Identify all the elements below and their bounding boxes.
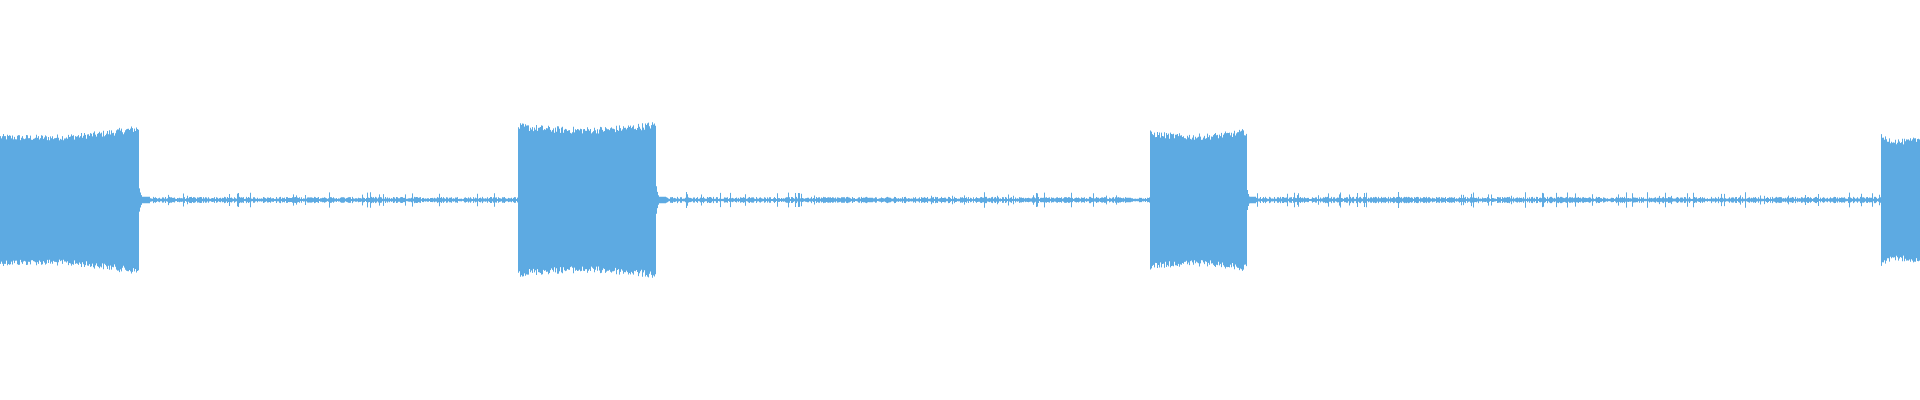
waveform-bars (0, 122, 1920, 278)
waveform-amplitude-path (0, 122, 1920, 278)
